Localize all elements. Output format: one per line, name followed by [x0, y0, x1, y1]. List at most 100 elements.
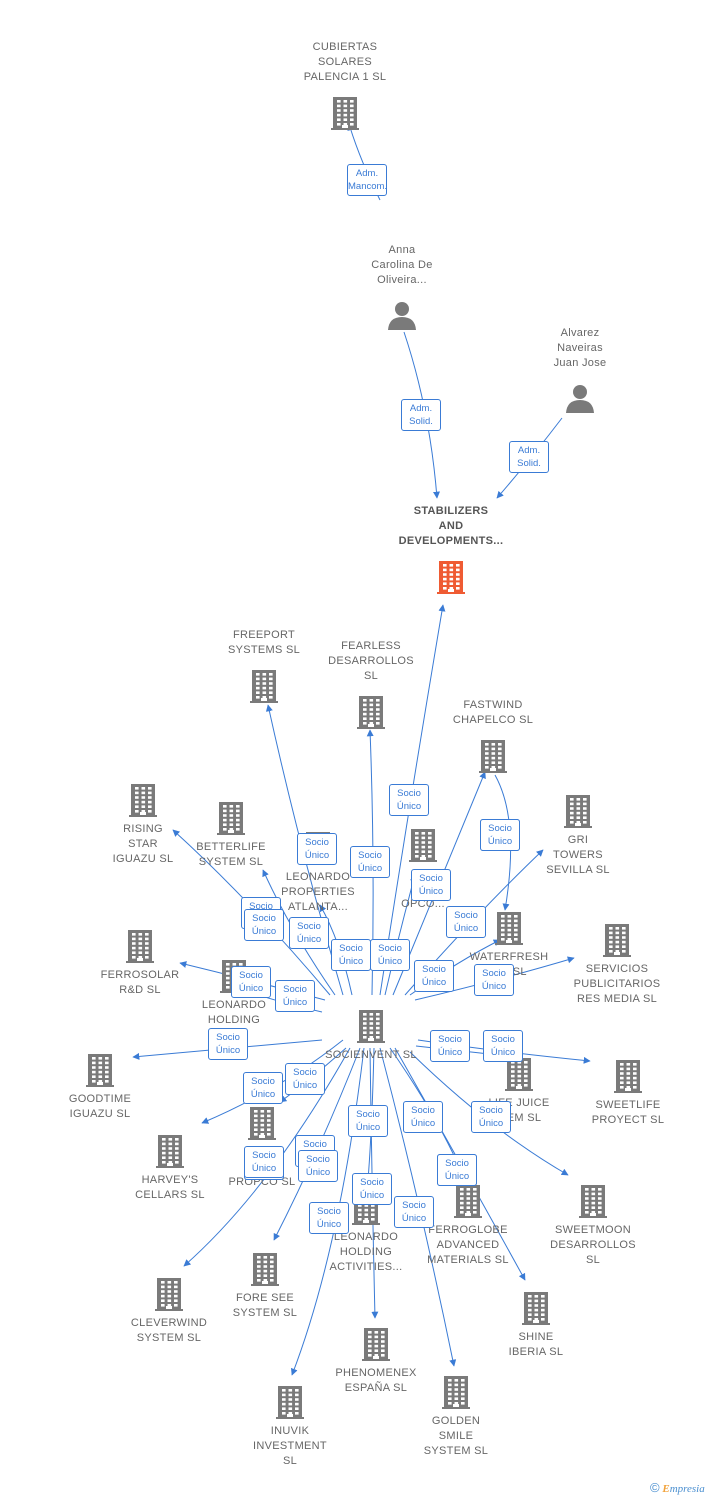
node-label-line: ATLANTA... — [287, 901, 349, 913]
node-label-line: GOLDEN — [431, 1415, 481, 1427]
relation-badge-line: Mancom. — [348, 181, 388, 192]
building-icon — [285, 95, 405, 131]
relation-badge-line: Único — [410, 1118, 436, 1129]
relation-badge-line: Socio — [438, 1034, 462, 1045]
building-icon — [204, 668, 324, 704]
relation-badge-line: Socio — [293, 1067, 317, 1078]
building-icon — [80, 928, 200, 964]
relation-badge-line: Único — [481, 981, 507, 992]
node-label-line: GOODTIME — [68, 1093, 132, 1105]
relation-badge-anna-cubiertas[interactable]: Adm. Mancom. — [347, 164, 387, 196]
building-icon — [518, 793, 638, 829]
node-label-line: SL — [585, 1254, 601, 1266]
relation-badge-line: Adm. — [355, 168, 379, 179]
relation-badge-line: Único — [418, 886, 444, 897]
building-icon — [533, 1183, 653, 1219]
node-label-line: AND — [438, 520, 464, 532]
relation-badge-line: Socio — [411, 1105, 435, 1116]
node-label-line: ACTIVITIES... — [329, 1261, 403, 1273]
relation-badge-alvarez-stab[interactable]: Adm.Solid. — [509, 441, 549, 473]
node-label-line: SWEETMOON — [554, 1224, 632, 1236]
node-label-line: CHAPELCO SL — [452, 714, 534, 726]
node-label-line: CELLARS SL — [135, 1189, 205, 1201]
building-icon — [171, 800, 291, 836]
node-socienvent[interactable]: SOCIENVENT SL — [311, 1008, 431, 1063]
relation-badge-line: Socio — [216, 1032, 240, 1043]
relation-badge-anna-stab[interactable]: Adm.Solid. — [401, 399, 441, 431]
relation-badge-line: Socio — [360, 1177, 384, 1188]
node-label-line: CUBIERTAS — [312, 41, 378, 53]
node-label-line: HOLDING — [339, 1246, 393, 1258]
relation-badge-line: Solid. — [517, 458, 541, 469]
copyright-mark[interactable]: © Empresia — [650, 1480, 705, 1495]
node-label-line: DESARROLLOS — [328, 655, 414, 667]
node-label-line: INVESTMENT — [253, 1440, 327, 1452]
node-label-line: HOLDING — [207, 1014, 261, 1026]
relation-badge-line: Adm. — [409, 403, 433, 414]
node-label-line: ESPAÑA SL — [344, 1382, 408, 1394]
building-icon — [202, 1105, 322, 1141]
relation-badge-line: Único — [487, 836, 513, 847]
building-icon — [40, 1052, 160, 1088]
